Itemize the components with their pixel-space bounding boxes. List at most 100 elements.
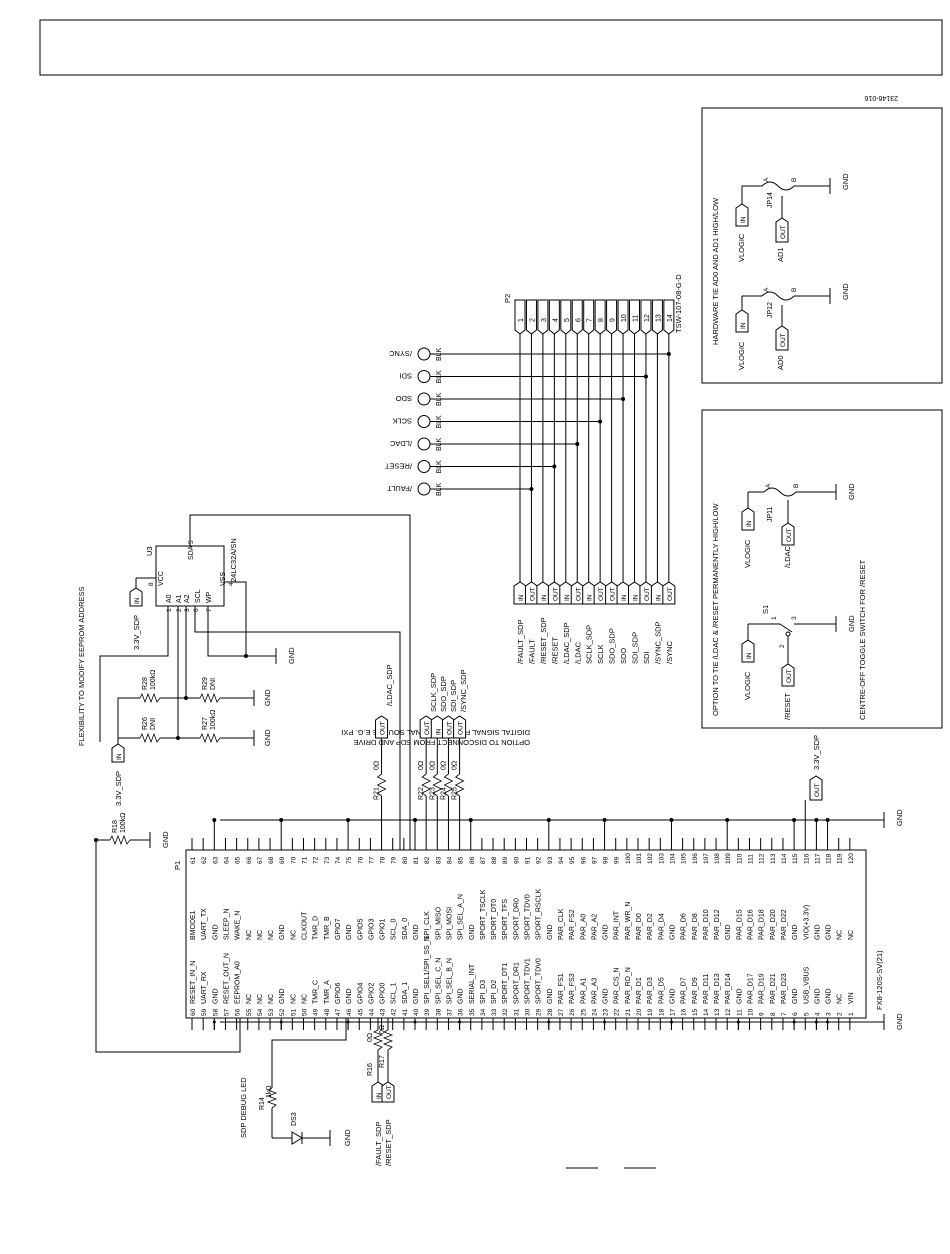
sdp-resistor <box>432 773 443 797</box>
r28-val: 100kΩ <box>150 670 157 690</box>
bot-gnd-junction <box>279 1020 283 1024</box>
p1-top-pin-name: GND <box>413 924 420 940</box>
p1-bot-pin-name: GND <box>792 988 799 1004</box>
p2-pin <box>560 299 572 335</box>
p1-top-pin-num: 106 <box>692 853 699 864</box>
p1-top-pin-name: WAKE_N <box>235 911 242 940</box>
p1-top-pin-name: SLEEP_N <box>223 908 230 940</box>
p1-bot-pin-num: 36 <box>458 1008 465 1016</box>
r18-val: 100kΩ <box>120 813 127 833</box>
p1-bot-pin-num: 9 <box>759 1012 766 1016</box>
testpoint-circle <box>417 460 431 473</box>
p1-bot-pin-name: SPI_SEL_B_N <box>446 958 453 1004</box>
p1-bot-pin-name: RESET_IN_N <box>190 961 197 1004</box>
p1-top-pin-name: SPORT_RSCLK <box>536 888 543 940</box>
p1-bot-pin-num: 43 <box>380 1008 387 1016</box>
p2-pin <box>514 299 526 335</box>
p1-top-pin-num: 97 <box>591 856 598 864</box>
top-gnd-junction <box>602 818 607 822</box>
p1-bot-pin-name: PAR_D13 <box>714 973 721 1004</box>
p1-bot-pin-num: 28 <box>547 1008 554 1016</box>
r29-val: DNI <box>210 678 217 690</box>
p1-top-pin-num: 75 <box>346 856 353 864</box>
r16-ref: R16 <box>367 1063 374 1076</box>
p1-bot-pin-name: GND <box>547 988 554 1004</box>
p2-pin-num: 2 <box>529 318 536 322</box>
sdp-port-text: OUT <box>424 721 431 735</box>
sclk-sdp-port-label: SCLK_SDP <box>429 673 438 712</box>
sdp-res-val: 0Ω <box>452 761 459 770</box>
p1-top-pin-num: 67 <box>257 856 264 864</box>
p1-top-pin-num: 119 <box>837 853 844 864</box>
p2-port-label: SDO_SDP <box>608 628 617 664</box>
p1-bot-pin-name: VIN <box>848 992 855 1004</box>
p1-bot-pin-name: SPORT_DR1 <box>513 962 520 1004</box>
tie-box <box>701 409 943 729</box>
p1-top-pin-num: 91 <box>525 856 532 864</box>
tie-reset: /RESET <box>783 692 792 720</box>
p2-port <box>628 581 641 605</box>
p2-pin-num: 1 <box>518 318 525 322</box>
p2-pin <box>537 299 549 335</box>
p1-bot-pin-num: 12 <box>725 1008 732 1016</box>
p1-bot-pin-num: 5 <box>803 1012 810 1016</box>
hw-out-2 <box>775 217 789 243</box>
top-gnd-junction <box>468 818 473 822</box>
u3-pin-num: 7 <box>206 608 213 612</box>
testpoint-junction <box>575 442 580 446</box>
testpoint-color: BLK <box>436 460 443 474</box>
p1-bot-pin-num: 41 <box>402 1008 409 1016</box>
p2-port-text: OUT <box>575 587 582 601</box>
p1-top-pin-name: SDA_0 <box>402 918 409 940</box>
p1-top-gnd-taps <box>212 800 830 838</box>
p1-top-pin-num: 61 <box>190 856 197 864</box>
u3-pin-name: A2 <box>184 594 191 603</box>
u3-pin-num: 2 <box>176 608 183 612</box>
p1-bot-pin-name: SPI_D3 <box>480 980 487 1004</box>
tie-ldac: /LDAC <box>783 545 792 568</box>
eeprom-note: FLEXIBILITY TO MODIFY EEPROM ADDRESS <box>77 587 86 747</box>
p1-top-pin-num: 90 <box>513 856 520 864</box>
jp14-a: A <box>763 177 770 182</box>
p1-bot-pin-name: PAR_D19 <box>759 973 766 1004</box>
p1-top-pin-num: 88 <box>491 856 498 864</box>
bot-gnd-junction <box>346 1020 350 1024</box>
u3-pin-name: VSS <box>220 572 227 586</box>
u3-pin-num: 6 <box>193 608 200 612</box>
r29-ref: R29 <box>202 677 209 690</box>
p1-top-pins: 61BMODE162UART_TX63GND64SLEEP_N65WAKE_N6… <box>190 838 855 940</box>
p1-bot-pin-name: RESET_OUT_N <box>223 953 230 1004</box>
tie-gnd-1: GND <box>847 483 856 500</box>
jp12-label: JP12 <box>767 302 774 318</box>
p2-port-label: SCLK_SDP <box>585 625 594 664</box>
p1-top-pin-name: PAR_FS2 <box>569 909 576 940</box>
p1-top-pin-name: GND <box>279 924 286 940</box>
tie-out-2-text: OUT <box>786 669 793 683</box>
p1-bot-pin-num: 27 <box>558 1008 565 1016</box>
top-gnd-junction <box>814 818 819 822</box>
sdp-port <box>375 715 389 739</box>
hw-in-1-text: IN <box>740 322 747 329</box>
r17-ref: R17 <box>379 1055 386 1068</box>
p1-bottom-gnd-taps <box>212 1020 830 1030</box>
p1-top-pin-name: PAR_WR_N <box>625 902 632 940</box>
p2-pin <box>594 299 606 335</box>
p1-top-pin-num: 112 <box>759 853 766 864</box>
p1-bot-pin-name: SPORT_DT1 <box>502 963 509 1004</box>
p2-port <box>605 581 619 605</box>
p1-bot-pin-name: NC <box>246 994 253 1004</box>
p1-bot-pin-name: PAR_A1 <box>580 978 587 1004</box>
p2-pin-num: 11 <box>633 315 640 322</box>
p1-bot-pin-num: 53 <box>268 1008 275 1016</box>
p1-top-pin-name: BMODE1 <box>190 910 197 940</box>
p1-bot-pin-name: PAR_D9 <box>692 977 699 1004</box>
p1-top-pin-num: 62 <box>201 856 208 864</box>
hw-tie-title: HARDWARE TIE AD0 AND AD1 HIGH/LOW <box>711 197 720 345</box>
p1-bot-pin-name: GND <box>413 988 420 1004</box>
p2-pin <box>606 299 618 335</box>
p1-part: FX8-120S-SV(21) <box>875 950 884 1010</box>
testpoint-junction <box>529 487 534 491</box>
p2-port-label: /SYNC <box>665 640 674 664</box>
bot-gnd-junction <box>413 1020 417 1024</box>
jp14-label: JP14 <box>767 192 774 208</box>
